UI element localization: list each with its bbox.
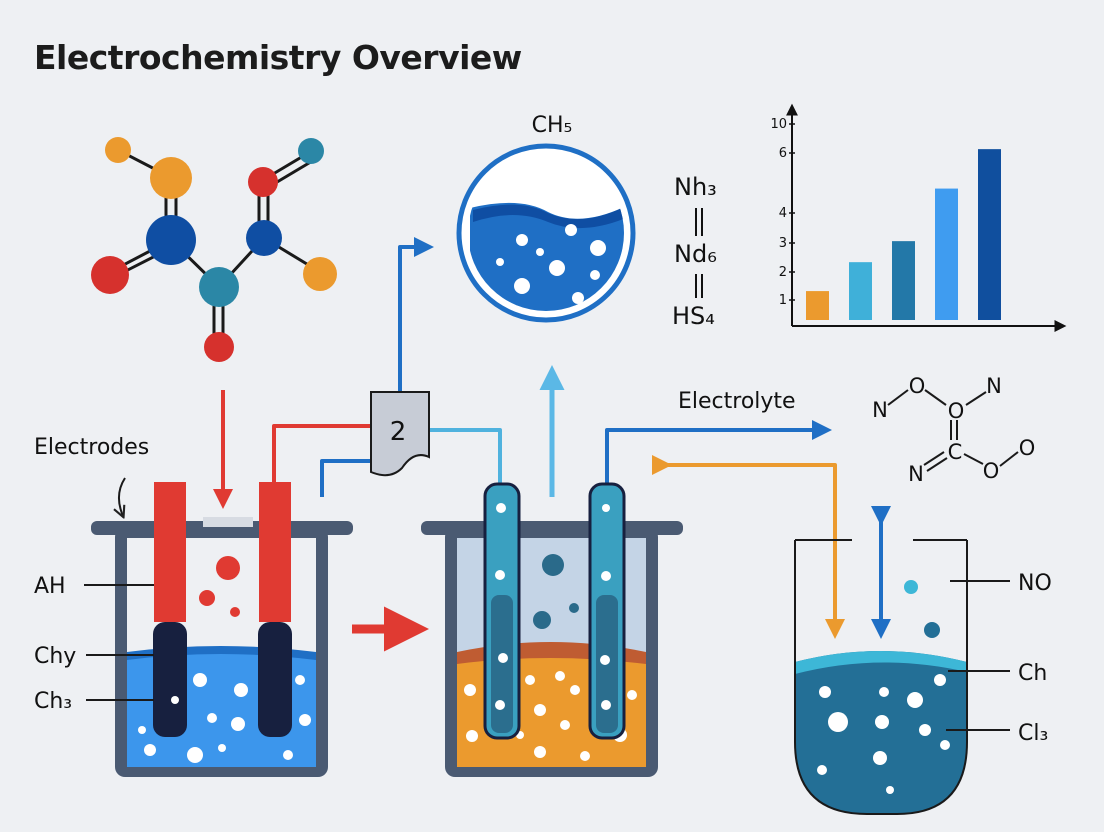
atom-blue-right (246, 220, 282, 256)
label-ch: Ch (1018, 661, 1047, 686)
atom-orange-large (150, 157, 192, 199)
atom-red-left (91, 256, 129, 294)
beaker-left (91, 482, 353, 777)
atom-n-left: N (872, 398, 888, 422)
arrow-electrolyte (605, 420, 832, 488)
wire-blue-left (320, 459, 382, 497)
label-nd6: Nd₆ (674, 240, 717, 268)
atom-o-top: O (909, 374, 926, 398)
atom-orange-right (303, 257, 337, 291)
electrode-red-right (259, 482, 291, 622)
atom-teal-center (199, 267, 239, 307)
ball-stick-molecule (91, 137, 337, 362)
y-tick-label: 6 (779, 146, 787, 161)
wire-lightblue (430, 428, 502, 488)
atom-teal-top (298, 138, 324, 164)
bar-5 (978, 149, 1001, 320)
y-tick-label: 4 (779, 206, 787, 221)
electrode-red-left (154, 482, 186, 622)
atom-o-b: O (1019, 436, 1036, 460)
atom-n-right: N (986, 374, 1002, 398)
y-tick-label: 10 (770, 117, 787, 132)
atom-red-bottom (204, 332, 234, 362)
atom-o-center: O (948, 399, 965, 423)
box-2: 2 (370, 391, 430, 477)
bar-1 (806, 291, 829, 320)
beaker-middle (421, 482, 683, 777)
y-tick-label: 1 (779, 293, 787, 308)
skeletal-molecule: N O O N C N O O (872, 374, 1035, 486)
bar-2 (849, 262, 872, 320)
wire-red (272, 424, 382, 488)
atom-red-top (248, 167, 278, 197)
label-cl3: Cl₃ (1018, 721, 1048, 746)
y-tick-label: 3 (779, 236, 787, 251)
box-number: 2 (390, 417, 407, 447)
y-tick-label: 2 (779, 265, 787, 280)
electrodes-pointer (119, 477, 126, 516)
label-no: NO (1018, 571, 1052, 596)
bar-4 (935, 188, 958, 320)
circle-flask (456, 143, 636, 323)
atom-o-a: O (983, 459, 1000, 483)
atom-c: C (948, 440, 963, 464)
label-electrolyte: Electrolyte (678, 389, 796, 414)
atom-n-bottom: N (908, 462, 924, 486)
bar-chart: 1 2 3 4 6 10 (770, 103, 1067, 332)
label-hs4: HS₄ (672, 302, 715, 330)
arrow-orange (652, 455, 845, 639)
atom-orange-small (105, 137, 131, 163)
label-electrodes: Electrodes (34, 435, 149, 460)
arrow-to-circle (398, 237, 434, 392)
label-ah: AH (34, 574, 66, 599)
label-ch5: CH₅ (532, 113, 573, 138)
label-nh3: Nh₃ (674, 173, 717, 201)
beaker-right (794, 539, 968, 815)
atom-blue-large (146, 215, 196, 265)
label-ch3: Ch₃ (34, 689, 72, 714)
page-title: Electrochemistry Overview (34, 38, 522, 77)
label-chy: Chy (34, 644, 76, 669)
bar-3 (892, 241, 915, 320)
